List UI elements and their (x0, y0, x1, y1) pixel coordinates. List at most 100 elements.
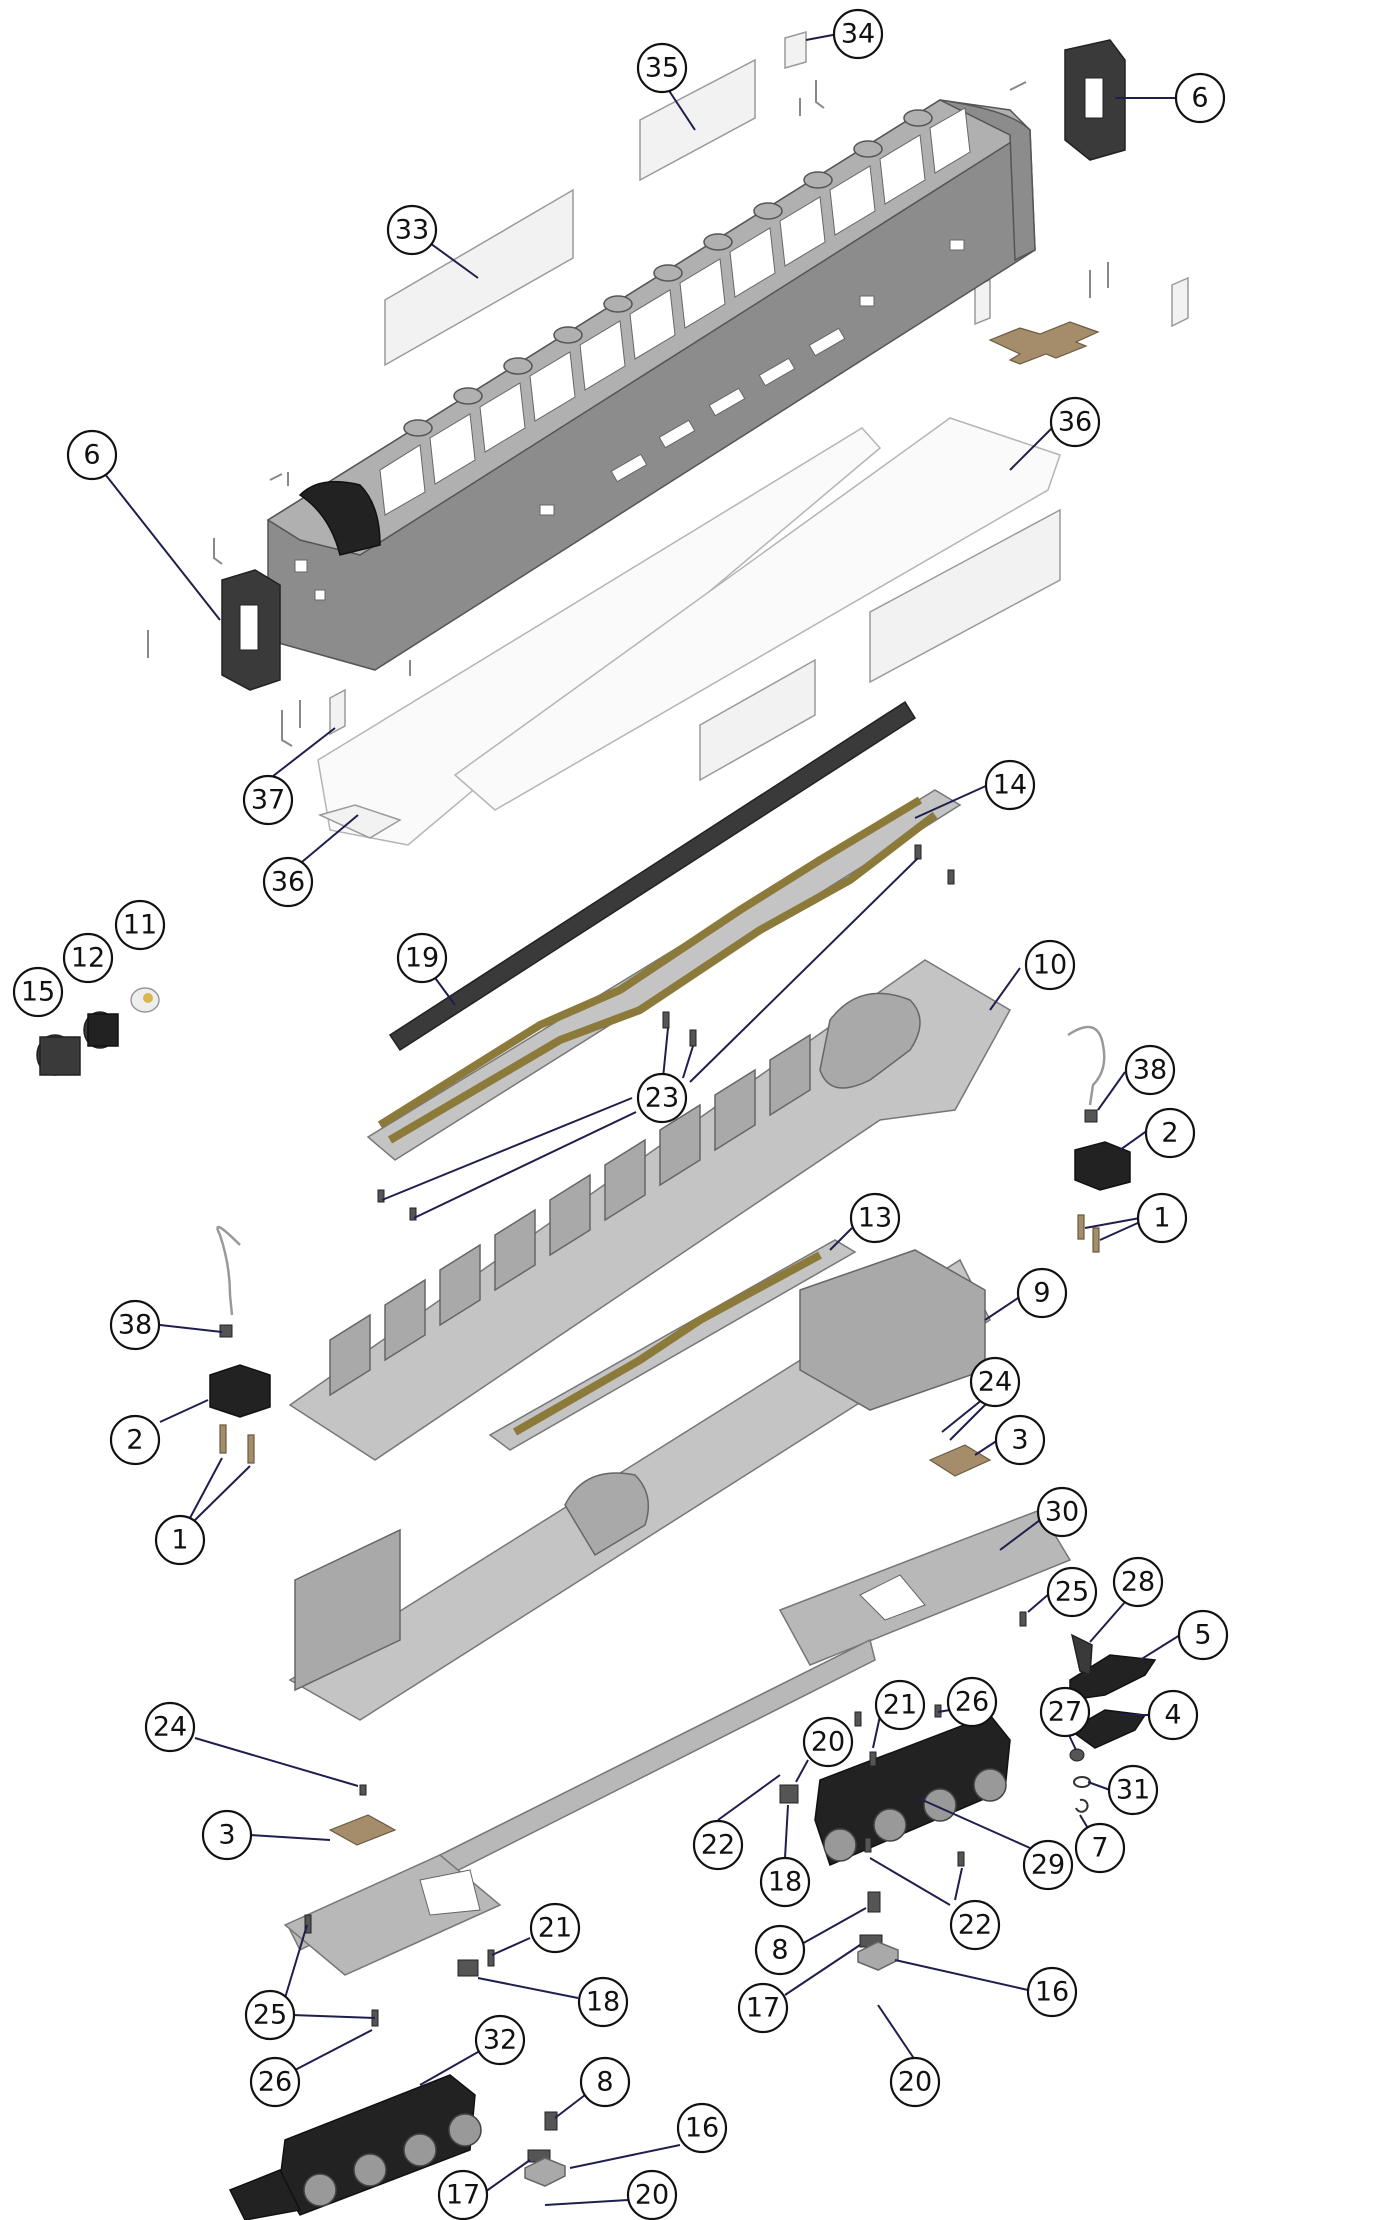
svg-text:26: 26 (258, 2067, 292, 2098)
callout: 12 (62, 932, 114, 984)
svg-text:14: 14 (993, 770, 1027, 801)
svg-text:31: 31 (1116, 1775, 1150, 1806)
leader-18-right (784, 1804, 789, 1859)
callout: 17 (737, 1982, 789, 2034)
callout: 33 (386, 204, 438, 256)
callout-labels: 34 35 6 33 36 6 37 36 14 11 12 15 19 10 … (12, 8, 1229, 2220)
part-window-glazing-34 (784, 31, 807, 69)
part-car-body-shell (266, 99, 1036, 671)
callout: 23 (636, 1072, 688, 1124)
callout: 5 (1177, 1609, 1229, 1661)
part-window-glazing-35 (639, 58, 756, 182)
callout: 21 (529, 1902, 581, 1954)
part-truck-29 (814, 1714, 1011, 1867)
part-glazing-37 (329, 688, 346, 736)
svg-text:12: 12 (71, 943, 105, 974)
svg-text:27: 27 (1048, 1697, 1082, 1728)
leader-20-left (544, 2199, 629, 2206)
leader-24-left (194, 1737, 359, 1787)
part-seal-strip-19 (388, 700, 917, 1052)
svg-text:35: 35 (645, 53, 679, 84)
callout: 31 (1107, 1764, 1159, 1816)
callout: 18 (759, 1856, 811, 1908)
leader-9 (984, 1297, 1019, 1321)
leader-18-left (477, 1977, 579, 1999)
svg-text:30: 30 (1045, 1497, 1079, 1528)
leader-32 (419, 2051, 479, 2086)
leader-1-left-a (189, 1457, 223, 1519)
part-contacts-1-right (1077, 1214, 1100, 1253)
leader-2-left (159, 1399, 209, 1423)
leader-5 (1139, 1634, 1181, 1661)
leader-23-e (413, 1111, 637, 1219)
part-glazing-small-far-right (1171, 276, 1189, 328)
leader-26-left (294, 2029, 373, 2071)
callout: 17 (437, 2169, 489, 2220)
callout: 35 (636, 42, 688, 94)
leader-3-left (249, 1834, 331, 1841)
part-light-guide-tip-left (317, 804, 402, 839)
svg-text:5: 5 (1194, 1620, 1211, 1651)
svg-text:24: 24 (978, 1367, 1012, 1398)
leader-3-right (974, 1439, 999, 1456)
svg-text:8: 8 (596, 2067, 613, 2098)
leader-23-b (682, 1045, 694, 1079)
leader-2-right (1119, 1129, 1149, 1151)
callout: 37 (242, 774, 294, 826)
callout: 26 (249, 2056, 301, 2108)
part-lamp-housing-2-right (1074, 1141, 1131, 1191)
part-light-guide-upper (453, 417, 1061, 811)
callout: 20 (626, 2169, 678, 2220)
leader-21-left (491, 1937, 531, 1956)
svg-text:17: 17 (446, 2180, 480, 2211)
svg-text:26: 26 (955, 1687, 989, 1718)
callout: 19 (396, 932, 448, 984)
leader-30 (999, 1519, 1041, 1551)
svg-text:17: 17 (746, 1993, 780, 2024)
callout: 1 (1136, 1192, 1188, 1244)
part-clips-top (147, 80, 1109, 747)
leader-1-left-b (194, 1465, 251, 1521)
callout: 7 (1074, 1822, 1126, 1874)
callout: 14 (984, 759, 1036, 811)
leader-28 (1089, 1601, 1126, 1643)
callout: 2 (109, 1414, 161, 1466)
leader-20-mid (795, 1759, 809, 1783)
leader-21-right (872, 1715, 881, 1749)
part-light-board-14 (366, 789, 962, 1161)
svg-text:20: 20 (811, 1727, 845, 1758)
callout: 9 (1016, 1267, 1068, 1319)
leader-23-a (662, 1027, 669, 1079)
svg-text:18: 18 (586, 1987, 620, 2018)
svg-text:37: 37 (251, 785, 285, 816)
svg-text:15: 15 (21, 977, 55, 1008)
svg-text:7: 7 (1091, 1833, 1108, 1864)
svg-text:10: 10 (1033, 950, 1067, 981)
leader-16-right (894, 1959, 1029, 1991)
callout: 34 (832, 8, 884, 60)
svg-text:11: 11 (123, 910, 157, 941)
svg-text:21: 21 (538, 1913, 572, 1944)
leader-17-right (784, 1944, 861, 1996)
part-pad-3-right (928, 1444, 992, 1477)
callout: 20 (889, 2056, 941, 2108)
part-light-board-13 (488, 1239, 857, 1451)
part-lamp-housing-2-left (209, 1364, 271, 1418)
part-wire-38-left (216, 1225, 241, 1316)
callout: 29 (1022, 1839, 1074, 1891)
svg-text:32: 32 (483, 2025, 517, 2056)
callout: 36 (1049, 396, 1101, 448)
svg-text:19: 19 (405, 943, 439, 974)
part-drawings (36, 31, 1189, 2220)
leader-20-right (877, 2004, 916, 2061)
leader-8-right (799, 1907, 867, 1946)
callout: 6 (1174, 72, 1226, 124)
leader-10 (989, 967, 1021, 1011)
callout: 16 (1026, 1966, 1078, 2018)
svg-text:36: 36 (1058, 407, 1092, 438)
svg-text:13: 13 (858, 1203, 892, 1234)
part-window-glazing-33 (384, 188, 574, 367)
callout: 28 (1112, 1556, 1164, 1608)
callout: 24 (969, 1356, 1021, 1408)
